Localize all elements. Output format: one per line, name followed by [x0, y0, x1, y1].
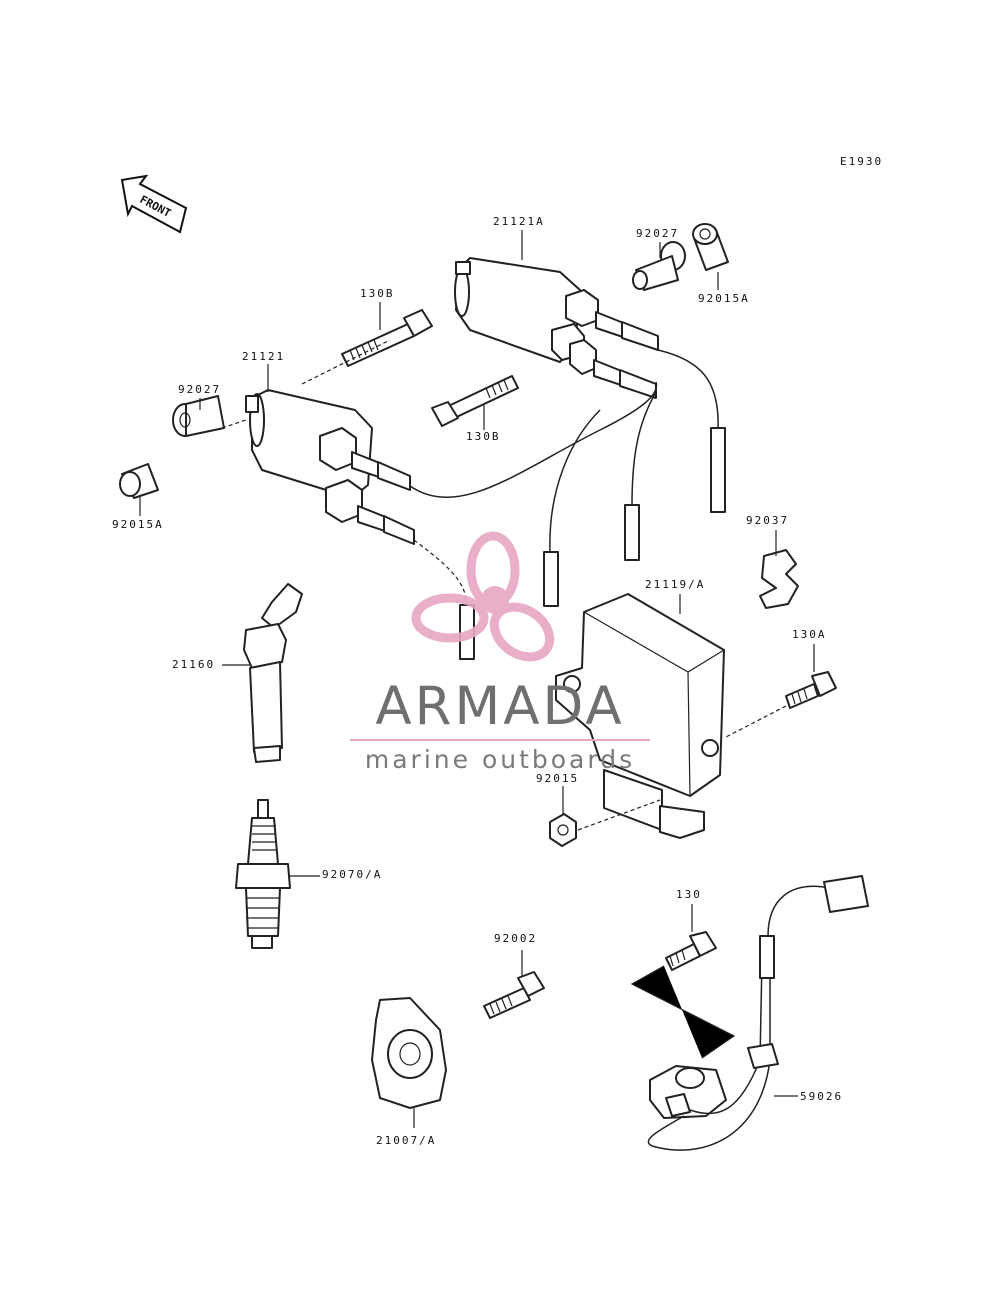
- label-cap-92027-left: 92027: [178, 383, 222, 396]
- bolt-130a: [723, 671, 837, 739]
- leader-lines: [139, 230, 815, 1128]
- label-coil-21121a: 21121A: [493, 215, 545, 228]
- label-plug-cap-21160: 21160: [172, 658, 216, 671]
- label-rotor-21007a: 21007/A: [376, 1134, 437, 1147]
- rotor-21007a: [371, 997, 447, 1109]
- cap-92027-left: [172, 395, 225, 437]
- label-sleeve-92015a-left: 92015A: [112, 518, 164, 531]
- nut-92015: [549, 799, 661, 847]
- label-bolt-130b-top: 130B: [360, 287, 395, 300]
- label-bolt-92002: 92002: [494, 932, 538, 945]
- plug-cap-21160: [243, 583, 303, 763]
- label-pickup-coil-59026: 59026: [800, 1090, 844, 1103]
- sleeve-92015a-right: [692, 223, 729, 271]
- spark-plug-92070a: [235, 799, 291, 949]
- label-cdi-unit-21119a: 21119/A: [645, 578, 706, 591]
- front-arrow-icon: FRONT: [120, 174, 188, 234]
- label-bolt-130b-mid: 130B: [466, 430, 501, 443]
- label-clamp-92037: 92037: [746, 514, 790, 527]
- label-sleeve-92015a-right: 92015A: [698, 292, 750, 305]
- ignition-coil-21121: [245, 389, 415, 545]
- propeller-logo: [411, 531, 555, 662]
- sleeve-92015a-left: [119, 463, 159, 499]
- watermark-divider: [350, 739, 650, 741]
- label-coil-21121: 21121: [242, 350, 286, 363]
- cap-92027-right: [632, 241, 686, 291]
- cdi-unit-21119a: [555, 593, 725, 839]
- ignition-coil-21121a: [454, 257, 659, 399]
- bolt-92002: [483, 971, 545, 1019]
- drawing-code: E1930: [840, 155, 884, 168]
- pickup-coil-59026: [647, 875, 869, 1151]
- label-nut-92015: 92015: [536, 772, 580, 785]
- label-spark-plug-92070a: 92070/A: [322, 868, 383, 881]
- clamp-92037: [759, 549, 799, 609]
- bolt-130b-mid: [431, 375, 519, 427]
- label-bolt-130a: 130A: [792, 628, 827, 641]
- watermark-brand: ARMADA: [375, 676, 625, 737]
- label-cap-92027-right: 92027: [636, 227, 680, 240]
- bolt-130: [630, 931, 736, 1059]
- label-bolt-130: 130: [676, 888, 702, 901]
- high-tension-leads: [409, 349, 726, 660]
- watermark-tagline: marine outboards: [364, 745, 636, 774]
